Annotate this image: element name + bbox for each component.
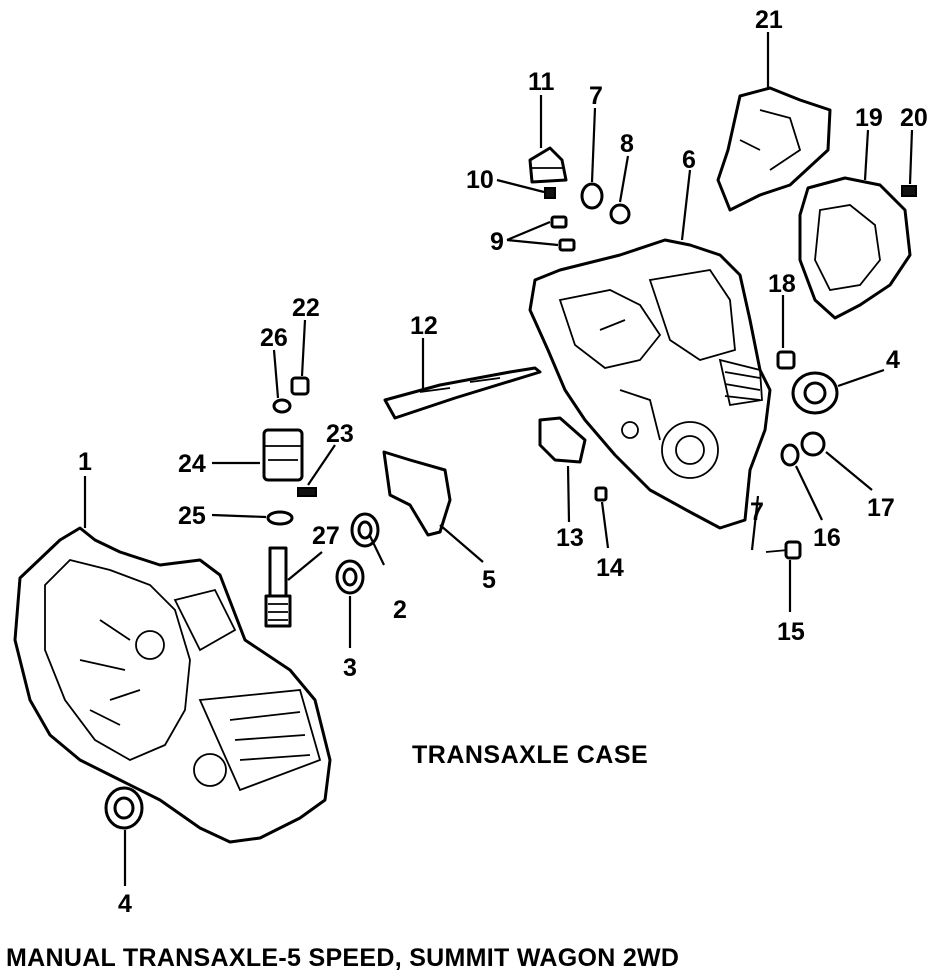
bolt-23-part xyxy=(297,487,317,497)
boot-11-part xyxy=(528,146,568,184)
seal-2-part xyxy=(350,512,380,548)
callout-18: 18 xyxy=(768,270,796,298)
seal-7-part xyxy=(580,182,604,210)
callout-3: 3 xyxy=(343,654,357,682)
seal-3-part xyxy=(335,559,365,595)
speedometer-gear-part xyxy=(264,546,292,628)
callout-13: 13 xyxy=(556,524,584,552)
callout-24: 24 xyxy=(178,450,206,478)
callout-labels: 1 2 3 4 5 6 7 8 9 10 11 12 13 14 15 16 1… xyxy=(78,6,928,918)
callout-8: 8 xyxy=(620,130,634,158)
bracket-5-part xyxy=(382,450,452,537)
callout-20: 20 xyxy=(900,104,928,132)
bearing-4-part xyxy=(791,371,839,415)
callout-7-lower: 7 xyxy=(750,498,764,526)
callout-1: 1 xyxy=(78,448,92,476)
callout-26: 26 xyxy=(260,324,288,352)
callout-4-upper: 4 xyxy=(886,346,900,374)
section-title: TRANSAXLE CASE xyxy=(412,741,649,769)
washer-16-part xyxy=(780,443,800,467)
callout-14: 14 xyxy=(596,554,624,582)
o-ring-25-part xyxy=(266,510,294,526)
nut-9a-part xyxy=(550,215,568,229)
callout-25: 25 xyxy=(178,502,206,530)
plug-17-part xyxy=(800,431,826,457)
clutch-housing-part xyxy=(13,526,332,844)
speedometer-sleeve-24-part xyxy=(262,428,304,482)
callout-10: 10 xyxy=(466,166,494,194)
plug-18-part xyxy=(776,350,796,370)
bolt-20-part xyxy=(901,185,917,197)
callout-19: 19 xyxy=(855,104,883,132)
end-cover-19-part xyxy=(798,176,912,320)
callout-22: 22 xyxy=(292,294,320,322)
callout-2: 2 xyxy=(393,596,407,624)
seal-8-part xyxy=(609,203,631,225)
leader-lines xyxy=(83,32,914,886)
plug-10-part xyxy=(544,187,556,199)
callout-16: 16 xyxy=(813,524,841,552)
cover-plate-13-part xyxy=(538,416,587,464)
callout-7-upper: 7 xyxy=(589,82,603,110)
diagram-caption: MANUAL TRANSAXLE-5 SPEED, SUMMIT WAGON 2… xyxy=(6,944,680,972)
callout-5: 5 xyxy=(482,566,496,594)
callout-21: 21 xyxy=(755,6,783,34)
callout-17: 17 xyxy=(867,494,895,522)
pin-14-part xyxy=(594,486,608,502)
plug-22-part xyxy=(290,376,310,396)
transaxle-case-6-part xyxy=(528,238,772,530)
callout-6: 6 xyxy=(682,146,696,174)
callout-11: 11 xyxy=(528,68,555,96)
callout-9: 9 xyxy=(490,228,504,256)
mount-bracket-21-part xyxy=(716,86,832,212)
shift-rail-12-part xyxy=(383,366,542,420)
callout-4-lower: 4 xyxy=(118,890,132,918)
callout-27: 27 xyxy=(312,522,340,550)
callout-23: 23 xyxy=(326,420,354,448)
oil-seal-part xyxy=(104,786,144,830)
callout-12: 12 xyxy=(410,312,438,340)
callout-15: 15 xyxy=(777,618,805,646)
o-ring-26-part xyxy=(272,398,292,414)
nut-9b-part xyxy=(558,238,576,252)
bolt-15-part xyxy=(765,540,802,560)
